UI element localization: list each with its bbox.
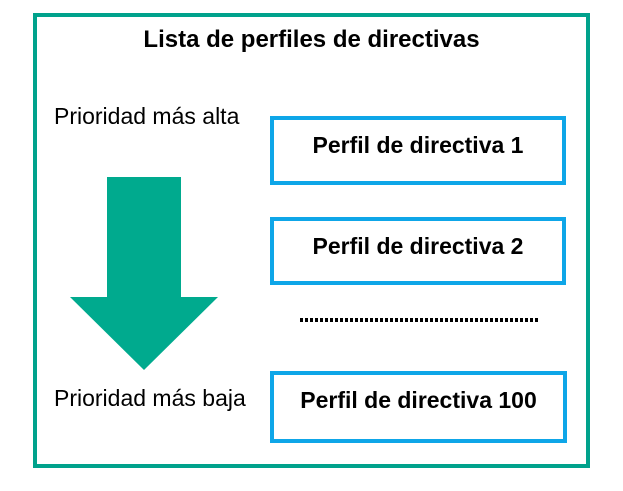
arrow-head <box>70 297 218 370</box>
diagram-frame: Lista de perfiles de directivas Priorida… <box>33 13 590 468</box>
profile-box-100: Perfil de directiva 100 <box>270 371 567 443</box>
profile-box-2: Perfil de directiva 2 <box>270 217 566 285</box>
priority-down-arrow-icon <box>70 177 218 370</box>
priority-low-label: Prioridad más baja <box>54 385 246 411</box>
profile-box-1: Perfil de directiva 1 <box>270 116 566 185</box>
dotted-separator <box>300 318 538 322</box>
arrow-shaft <box>107 177 181 298</box>
diagram-title: Lista de perfiles de directivas <box>143 26 480 53</box>
profile-box-2-label: Perfil de directiva 2 <box>312 232 524 259</box>
profile-box-100-label: Perfil de directiva 100 <box>300 386 537 413</box>
priority-high-label: Prioridad más alta <box>54 103 240 129</box>
profile-box-1-label: Perfil de directiva 1 <box>312 132 524 158</box>
